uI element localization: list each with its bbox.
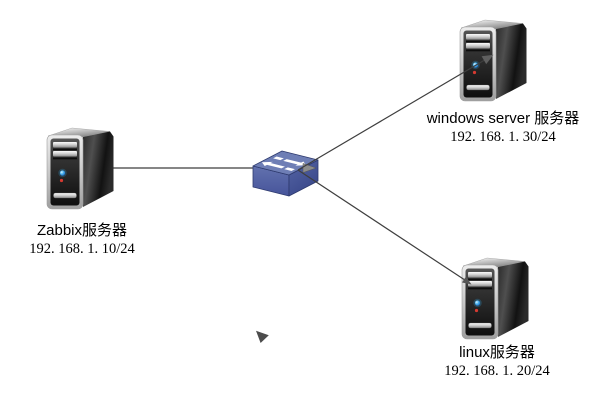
arrowhead-at-linux-icon bbox=[462, 276, 472, 285]
linux-server-ip: 192. 168. 1. 20/24 bbox=[444, 363, 550, 379]
windows-server-label: windows server 服务器 192. 168. 1. 30/24 bbox=[427, 110, 580, 147]
connector-switch-to-windows[interactable] bbox=[297, 54, 494, 171]
linux-server-icon[interactable] bbox=[461, 257, 529, 340]
linux-server-label: linux服务器 192. 168. 1. 20/24 bbox=[444, 344, 550, 381]
connector-switch-to-linux[interactable] bbox=[297, 169, 472, 285]
windows-server-ip: 192. 168. 1. 30/24 bbox=[450, 129, 556, 145]
arrowhead-at-windows-icon bbox=[481, 54, 494, 65]
switch-traffic-arrows-icon bbox=[261, 156, 307, 171]
network-switch-icon[interactable] bbox=[252, 150, 319, 197]
zabbix-server-name: Zabbix服务器 bbox=[36, 222, 128, 239]
mouse-pointer-icon bbox=[256, 330, 269, 343]
zabbix-server-label: Zabbix服务器 192. 168. 1. 10/24 bbox=[29, 222, 135, 259]
windows-server-icon[interactable] bbox=[459, 19, 527, 102]
zabbix-server-ip: 192. 168. 1. 10/24 bbox=[29, 241, 135, 257]
zabbix-server-icon[interactable] bbox=[46, 127, 114, 210]
linux-server-name: linux服务器 bbox=[459, 344, 535, 361]
windows-server-name: windows server 服务器 bbox=[426, 110, 580, 127]
